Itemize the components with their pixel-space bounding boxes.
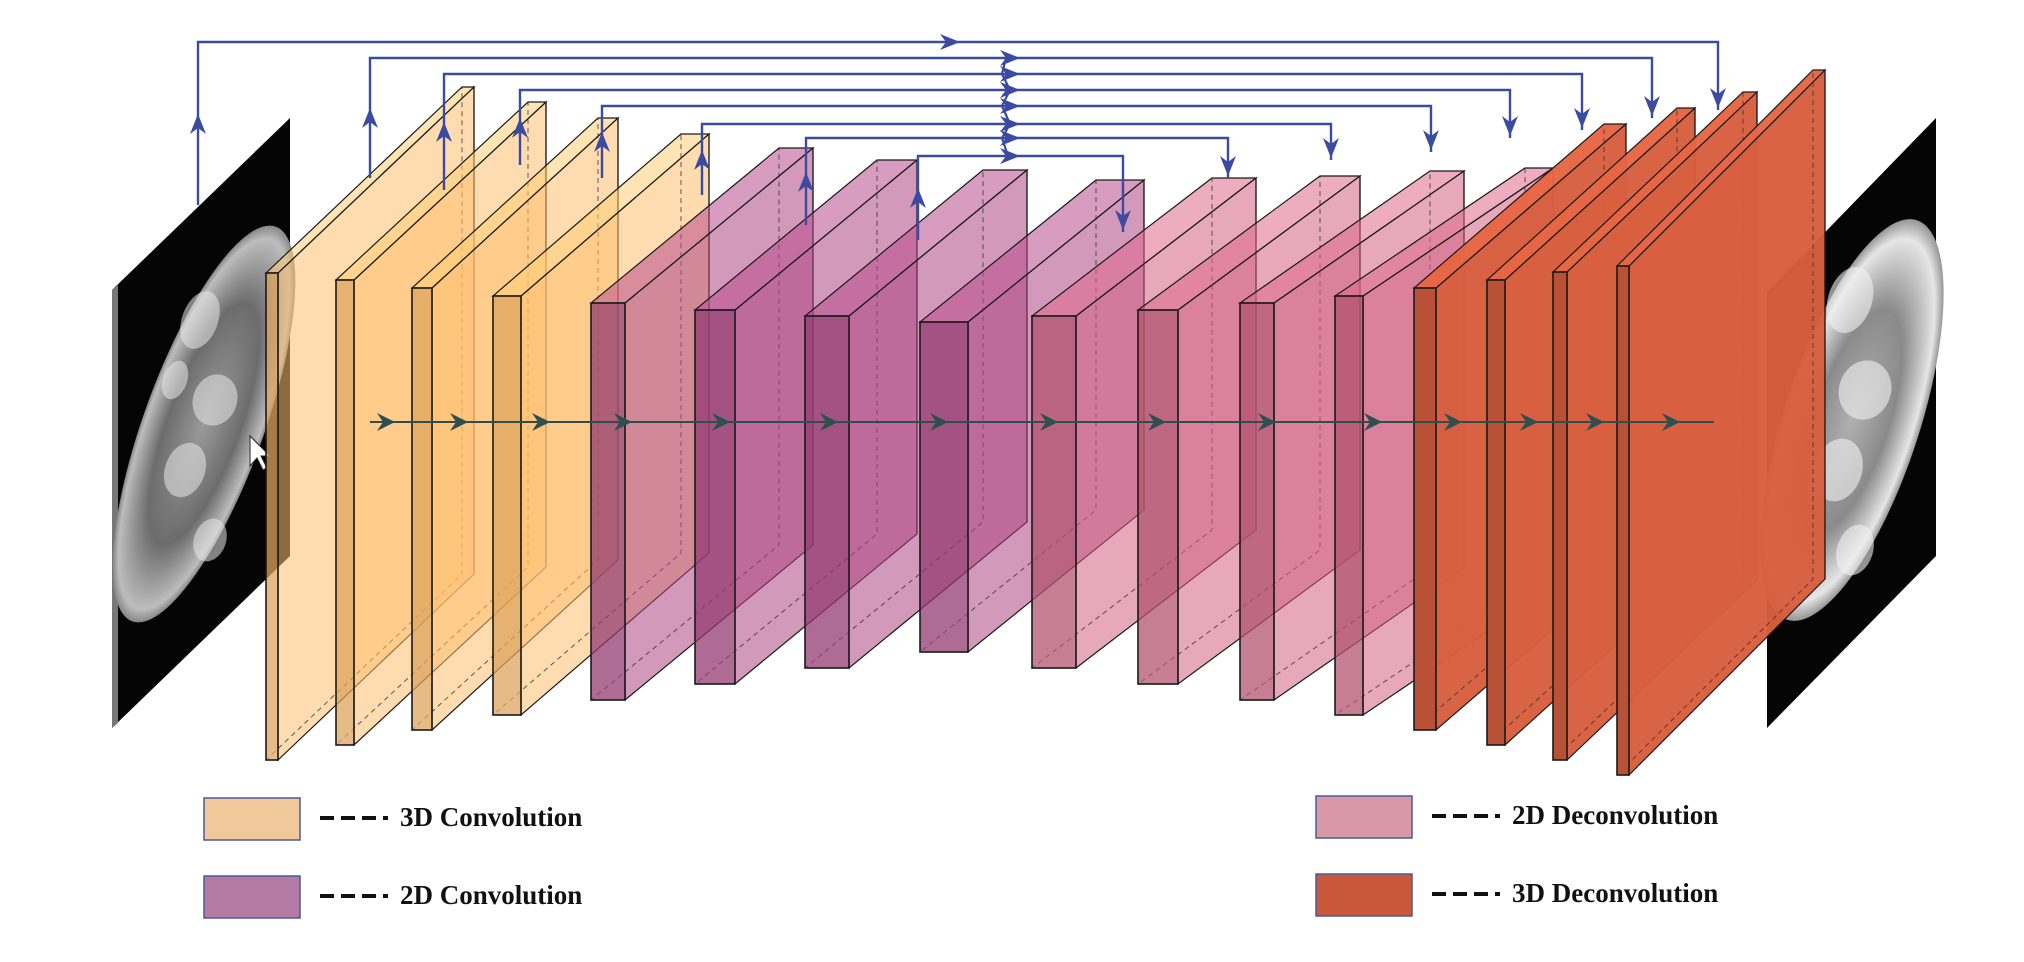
- layer-10-front-face: [1137, 309, 1179, 685]
- skip-down-arrowhead-5: [1423, 130, 1439, 150]
- flow-arrowhead-6: [820, 413, 838, 431]
- layer-15-front-face: [1552, 271, 1568, 761]
- skip-down-arrowhead-1: [1710, 88, 1726, 108]
- skip-up-arrowhead-2: [362, 108, 378, 128]
- flow-arrowhead-7: [930, 413, 948, 431]
- layer-12-front-face: [1334, 295, 1364, 716]
- forward-flow-arrows: [370, 413, 1714, 431]
- legend-swatch-deconv2d: [1315, 795, 1413, 839]
- flow-arrowhead-2: [450, 413, 468, 431]
- flow-arrowhead-13: [1520, 413, 1538, 431]
- layer-6-front-face: [694, 309, 736, 685]
- skip-up-arrowhead-3: [436, 122, 452, 142]
- legend-swatch-deconv3d: [1315, 873, 1413, 917]
- skip-down-arrowhead-4: [1502, 116, 1518, 136]
- layer-11-front-face: [1239, 302, 1275, 701]
- legend-label-conv3d: 3D Convolution: [400, 802, 582, 832]
- legend-label-conv2d: 2D Convolution: [400, 880, 582, 910]
- skip-right-arrowhead-8: [1000, 148, 1020, 164]
- skip-down-arrowhead-7: [1220, 156, 1236, 176]
- layer-8-front-face: [919, 321, 969, 653]
- skip-down-arrowhead-2: [1644, 96, 1660, 116]
- skip-connection-1: [190, 34, 1726, 205]
- skip-right-arrowhead-1: [940, 34, 960, 50]
- legend-item-deconv2d: 2D Deconvolution: [1315, 795, 1718, 839]
- skip-down-arrowhead-3: [1574, 108, 1590, 128]
- legend-swatch-conv3d: [203, 797, 301, 841]
- flow-arrowhead-5: [712, 413, 730, 431]
- input-brain-image: [112, 118, 296, 728]
- skip-connection-6: [694, 116, 1339, 195]
- flow-arrowhead-10: [1258, 413, 1276, 431]
- skip-connection-5: [594, 98, 1439, 178]
- skip-up-arrowhead-8: [910, 188, 926, 208]
- flow-arrowhead-4: [614, 413, 632, 431]
- skip-bundle-line: [1000, 57, 1012, 157]
- layer-9-front-face: [1031, 315, 1077, 669]
- legend-label-deconv2d: 2D Deconvolution: [1512, 800, 1718, 830]
- layer-7-front-face: [804, 315, 850, 669]
- layer-16-front-face: [1616, 265, 1630, 776]
- flow-arrowhead-9: [1148, 413, 1166, 431]
- flow-arrowhead-11: [1364, 413, 1382, 431]
- skip-up-arrowhead-5: [594, 132, 610, 152]
- layer-1-front-face: [265, 272, 279, 761]
- flow-arrowhead-1: [377, 413, 395, 431]
- skip-connection-7: [798, 130, 1236, 225]
- skip-up-arrowhead-6: [694, 150, 710, 170]
- layer-13-front-face: [1413, 287, 1437, 731]
- layer-2-front-face: [335, 279, 355, 746]
- flow-arrowhead-3: [532, 413, 550, 431]
- legend: 3D Convolution 2D Convolution 2D Deconvo…: [203, 795, 1718, 919]
- network-layers: [264, 68, 1827, 777]
- skip-down-arrowhead-8: [1115, 210, 1131, 230]
- legend-swatch-conv2d: [203, 875, 301, 919]
- skip-path-5: [600, 104, 1433, 178]
- skip-up-arrowhead-7: [798, 172, 814, 192]
- legend-item-conv3d: 3D Convolution: [203, 797, 582, 841]
- flow-arrowhead-8: [1040, 413, 1058, 431]
- flow-arrowhead-12: [1444, 413, 1462, 431]
- legend-item-deconv3d: 3D Deconvolution: [1315, 873, 1718, 917]
- layer-14-front-face: [1486, 279, 1506, 746]
- legend-label-deconv3d: 3D Deconvolution: [1512, 878, 1718, 908]
- flow-arrowhead-15: [1662, 413, 1680, 431]
- layer-16-deconv3d: [1615, 68, 1827, 777]
- layer-4-front-face: [492, 295, 522, 716]
- skip-up-arrowhead-4: [512, 118, 528, 138]
- skip-connection-8: [910, 148, 1131, 240]
- skip-up-arrowhead-1: [190, 114, 206, 134]
- brain-slice-input: [112, 225, 296, 623]
- skip-down-arrowhead-6: [1323, 138, 1339, 158]
- skip-connections: [190, 34, 1726, 240]
- layer-3-front-face: [411, 287, 433, 731]
- flow-arrowhead-14: [1586, 413, 1604, 431]
- layer-5-front-face: [590, 302, 626, 701]
- legend-item-conv2d: 2D Convolution: [203, 875, 582, 919]
